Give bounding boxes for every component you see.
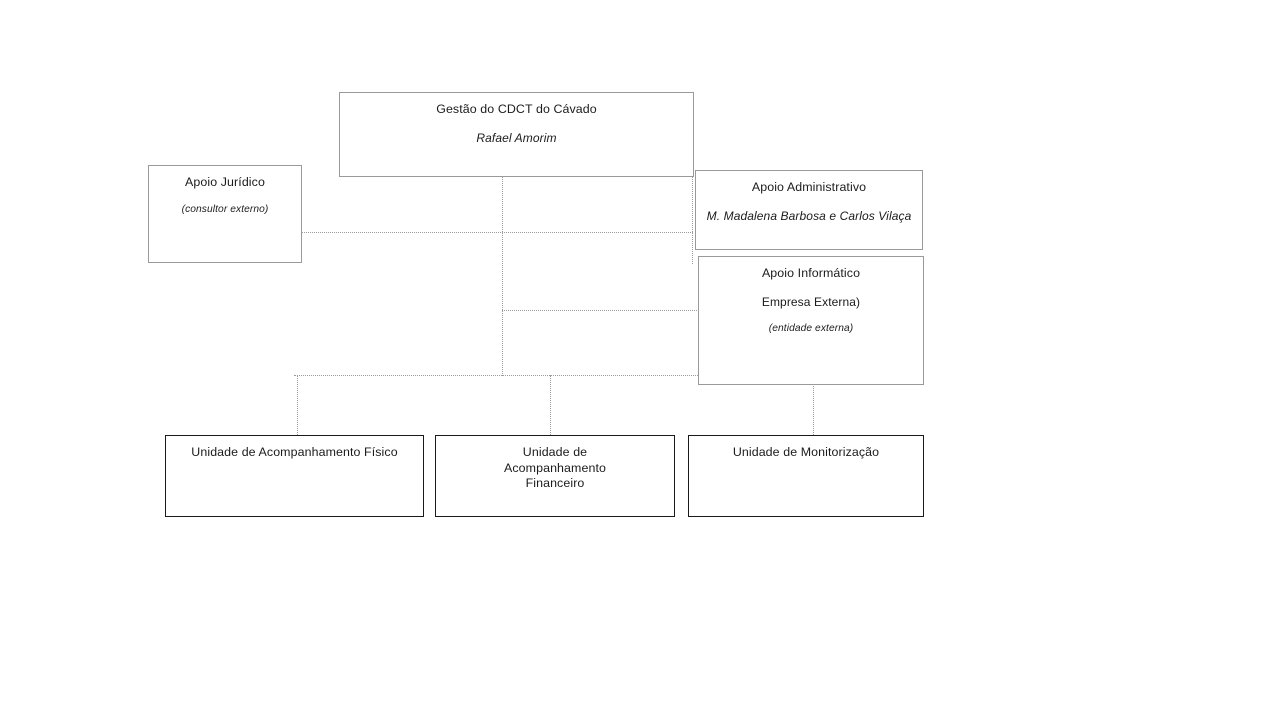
connector-legal-horizontal [301,232,693,233]
node-unit-physical-title: Unidade de Acompanhamento Físico [191,445,398,459]
connector-drop-financial [550,375,551,435]
node-it-support-title: Apoio Informático [761,266,861,280]
connector-drop-monitoring [813,375,814,435]
node-legal-support[interactable]: Apoio Jurídico (consultor externo) [148,165,302,263]
node-unit-physical[interactable]: Unidade de Acompanhamento Físico [165,435,424,517]
node-unit-financial-title: Unidade de Acompanhamento Financeiro [504,445,606,490]
node-unit-monitoring[interactable]: Unidade de Monitorização [688,435,924,517]
node-it-support-note: (entidade externa) [768,322,854,334]
node-admin-support[interactable]: Apoio Administrativo M. Madalena Barbosa… [695,170,923,250]
node-unit-financial[interactable]: Unidade de Acompanhamento Financeiro [435,435,675,517]
connector-trunk-vertical [502,136,503,376]
connector-right-riser-vertical [692,176,693,264]
node-admin-support-person: M. Madalena Barbosa e Carlos Vilaça [706,208,912,223]
node-unit-monitoring-title: Unidade de Monitorização [732,445,880,459]
connector-it-horizontal [502,310,699,311]
node-legal-support-title: Apoio Jurídico [185,175,265,189]
node-admin-support-title: Apoio Administrativo [751,180,867,194]
node-management-title: Gestão do CDCT do Cávado [436,102,597,116]
node-legal-support-note: (consultor externo) [181,203,269,215]
node-management[interactable]: Gestão do CDCT do Cávado Rafael Amorim [339,92,694,177]
node-it-support[interactable]: Apoio Informático Empresa Externa) (enti… [698,256,924,385]
node-management-person: Rafael Amorim [476,130,557,145]
connector-distribution-bar [294,375,814,376]
node-it-support-provider: Empresa Externa) [761,294,861,309]
connector-drop-physical [297,375,298,435]
